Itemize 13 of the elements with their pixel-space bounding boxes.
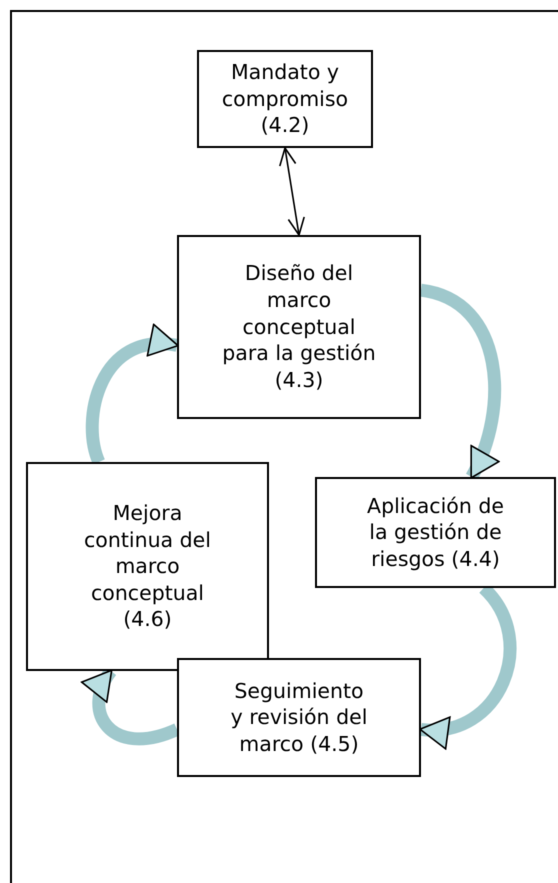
box-text: Seguimiento y revisión del marco (4.5)	[230, 678, 368, 758]
curved-arrow	[420, 284, 501, 480]
process-box	[177, 235, 421, 419]
process-box	[26, 462, 269, 671]
box-text: Mejora continua del marco conceptual (4.6)	[83, 500, 212, 634]
process-box	[315, 477, 556, 588]
box-text: Diseño del marco conceptual para la gestión (4.3)	[221, 260, 377, 394]
double-arrow	[279, 147, 305, 236]
box-text: Aplicación de la gestión de riesgos (4.4)	[366, 492, 505, 572]
process-box	[197, 50, 373, 148]
box-text: Mandato y compromiso (4.2)	[220, 59, 350, 139]
curved-arrow	[86, 326, 179, 464]
process-box	[177, 658, 421, 777]
